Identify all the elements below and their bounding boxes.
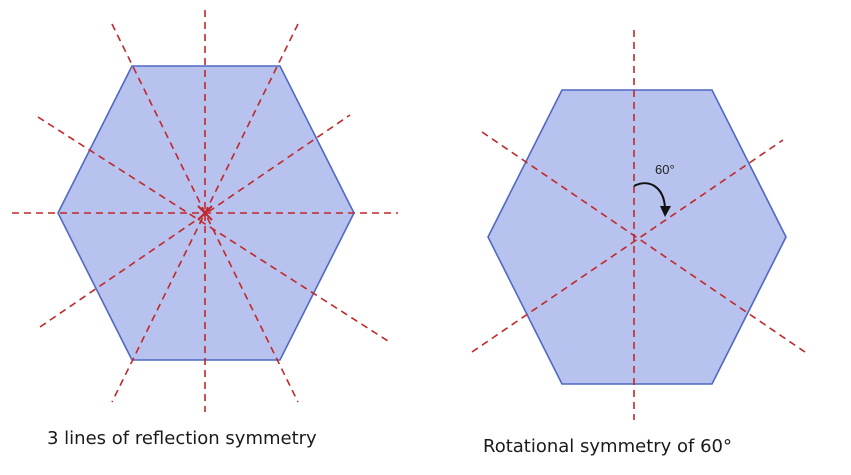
- right-symmetry-line-diagonal-a: [481, 131, 806, 353]
- left-caption: 3 lines of reflection symmetry: [47, 428, 317, 449]
- angle-label: 60°: [655, 162, 675, 177]
- left-symmetry-line-diagonal-shallow-a: [37, 116, 389, 342]
- curved-arrow-icon: [633, 182, 671, 217]
- right-hexagon: [487, 89, 787, 385]
- right-caption: Rotational symmetry of 60°: [483, 436, 733, 457]
- right-hexagon-figure: 60°: [471, 30, 806, 420]
- left-hexagon-figure: [12, 10, 398, 412]
- right-symmetry-line-diagonal-b: [471, 139, 784, 353]
- left-center-marker: [197, 205, 213, 221]
- left-symmetry-line-diagonal-shallow-b: [39, 114, 351, 328]
